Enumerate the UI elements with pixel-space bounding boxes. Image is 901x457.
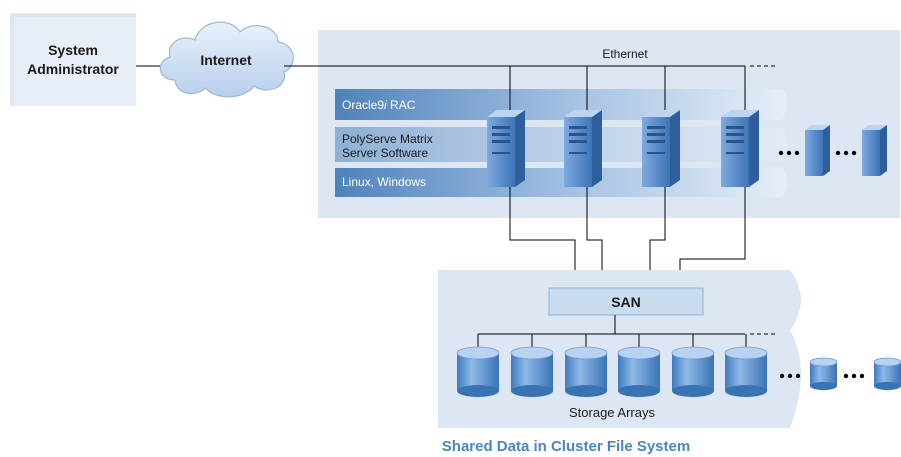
- admin-label-line1: System: [48, 42, 98, 58]
- diagram-caption: Shared Data in Cluster File System: [442, 438, 690, 455]
- polyserve-layer-label-line2: Server Software: [342, 146, 428, 160]
- admin-label-line2: Administrator: [27, 61, 119, 77]
- more-servers-ellipsis: [778, 150, 800, 156]
- san-box: [549, 288, 703, 315]
- server-icon: [721, 110, 759, 187]
- storage-disk-icon: [724, 346, 768, 397]
- server-icon: [642, 110, 680, 187]
- more-disks-ellipsis: [779, 373, 801, 379]
- os-layer-label: Linux, Windows: [342, 175, 426, 189]
- server-icon: [487, 110, 525, 187]
- server-icon: [862, 125, 887, 176]
- internet-cloud-icon: [159, 21, 294, 98]
- storage-disk-icon: [456, 346, 500, 397]
- oracle-rac-layer-label: Oracle9i RAC: [342, 98, 416, 112]
- internet-label: Internet: [200, 52, 252, 68]
- storage-disk-icon: [671, 346, 715, 397]
- storage-arrays-label: Storage Arrays: [569, 405, 655, 420]
- polyserve-layer-label-line1: PolyServe Matrix: [342, 132, 433, 146]
- san-label: SAN: [611, 294, 641, 310]
- ethernet-label: Ethernet: [602, 47, 648, 61]
- more-servers-ellipsis: [835, 150, 857, 156]
- storage-disk-icon: [617, 346, 661, 397]
- storage-disk-icon: [809, 357, 838, 390]
- storage-disk-icon: [510, 346, 554, 397]
- more-disks-ellipsis: [843, 373, 865, 379]
- server-icon: [805, 125, 830, 176]
- storage-disk-icon: [873, 357, 901, 390]
- storage-disk-icon: [564, 346, 608, 397]
- server-icon: [564, 110, 602, 187]
